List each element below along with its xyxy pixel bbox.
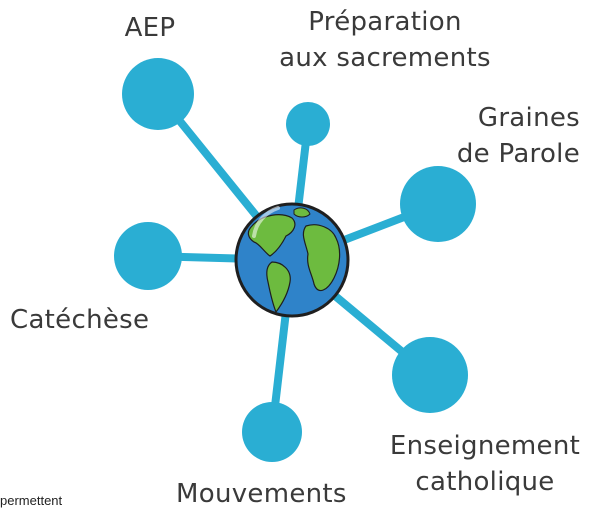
nodes-group [114,58,476,462]
footnote-text: permettent [0,493,63,508]
label-enseignement-catholique: Enseignement catholique [370,428,600,500]
label-line: AEP [124,13,176,43]
globe-icon [234,202,350,318]
label-mouvements: Mouvements [176,476,376,512]
label-line: Préparation [308,7,462,37]
node-catechese [114,222,182,290]
node-mouvements [242,402,302,462]
label-preparation-sacrements: Préparation aux sacrements [260,4,510,76]
label-line: Graines [477,103,580,133]
label-line: catholique [415,467,555,497]
label-aep: AEP [100,10,200,46]
node-preparation-sacrements [286,102,330,146]
node-enseignement-catholique [392,337,468,413]
node-graines-de-parole [400,166,476,242]
label-line: Enseignement [389,431,581,461]
label-line: aux sacrements [279,43,491,73]
node-aep [122,58,194,130]
label-graines-de-parole: Graines de Parole [440,100,580,172]
label-line: Catéchèse [10,305,150,335]
label-catechese: Catéchèse [10,302,180,338]
label-line: de Parole [456,139,580,169]
label-line: Mouvements [176,479,347,509]
